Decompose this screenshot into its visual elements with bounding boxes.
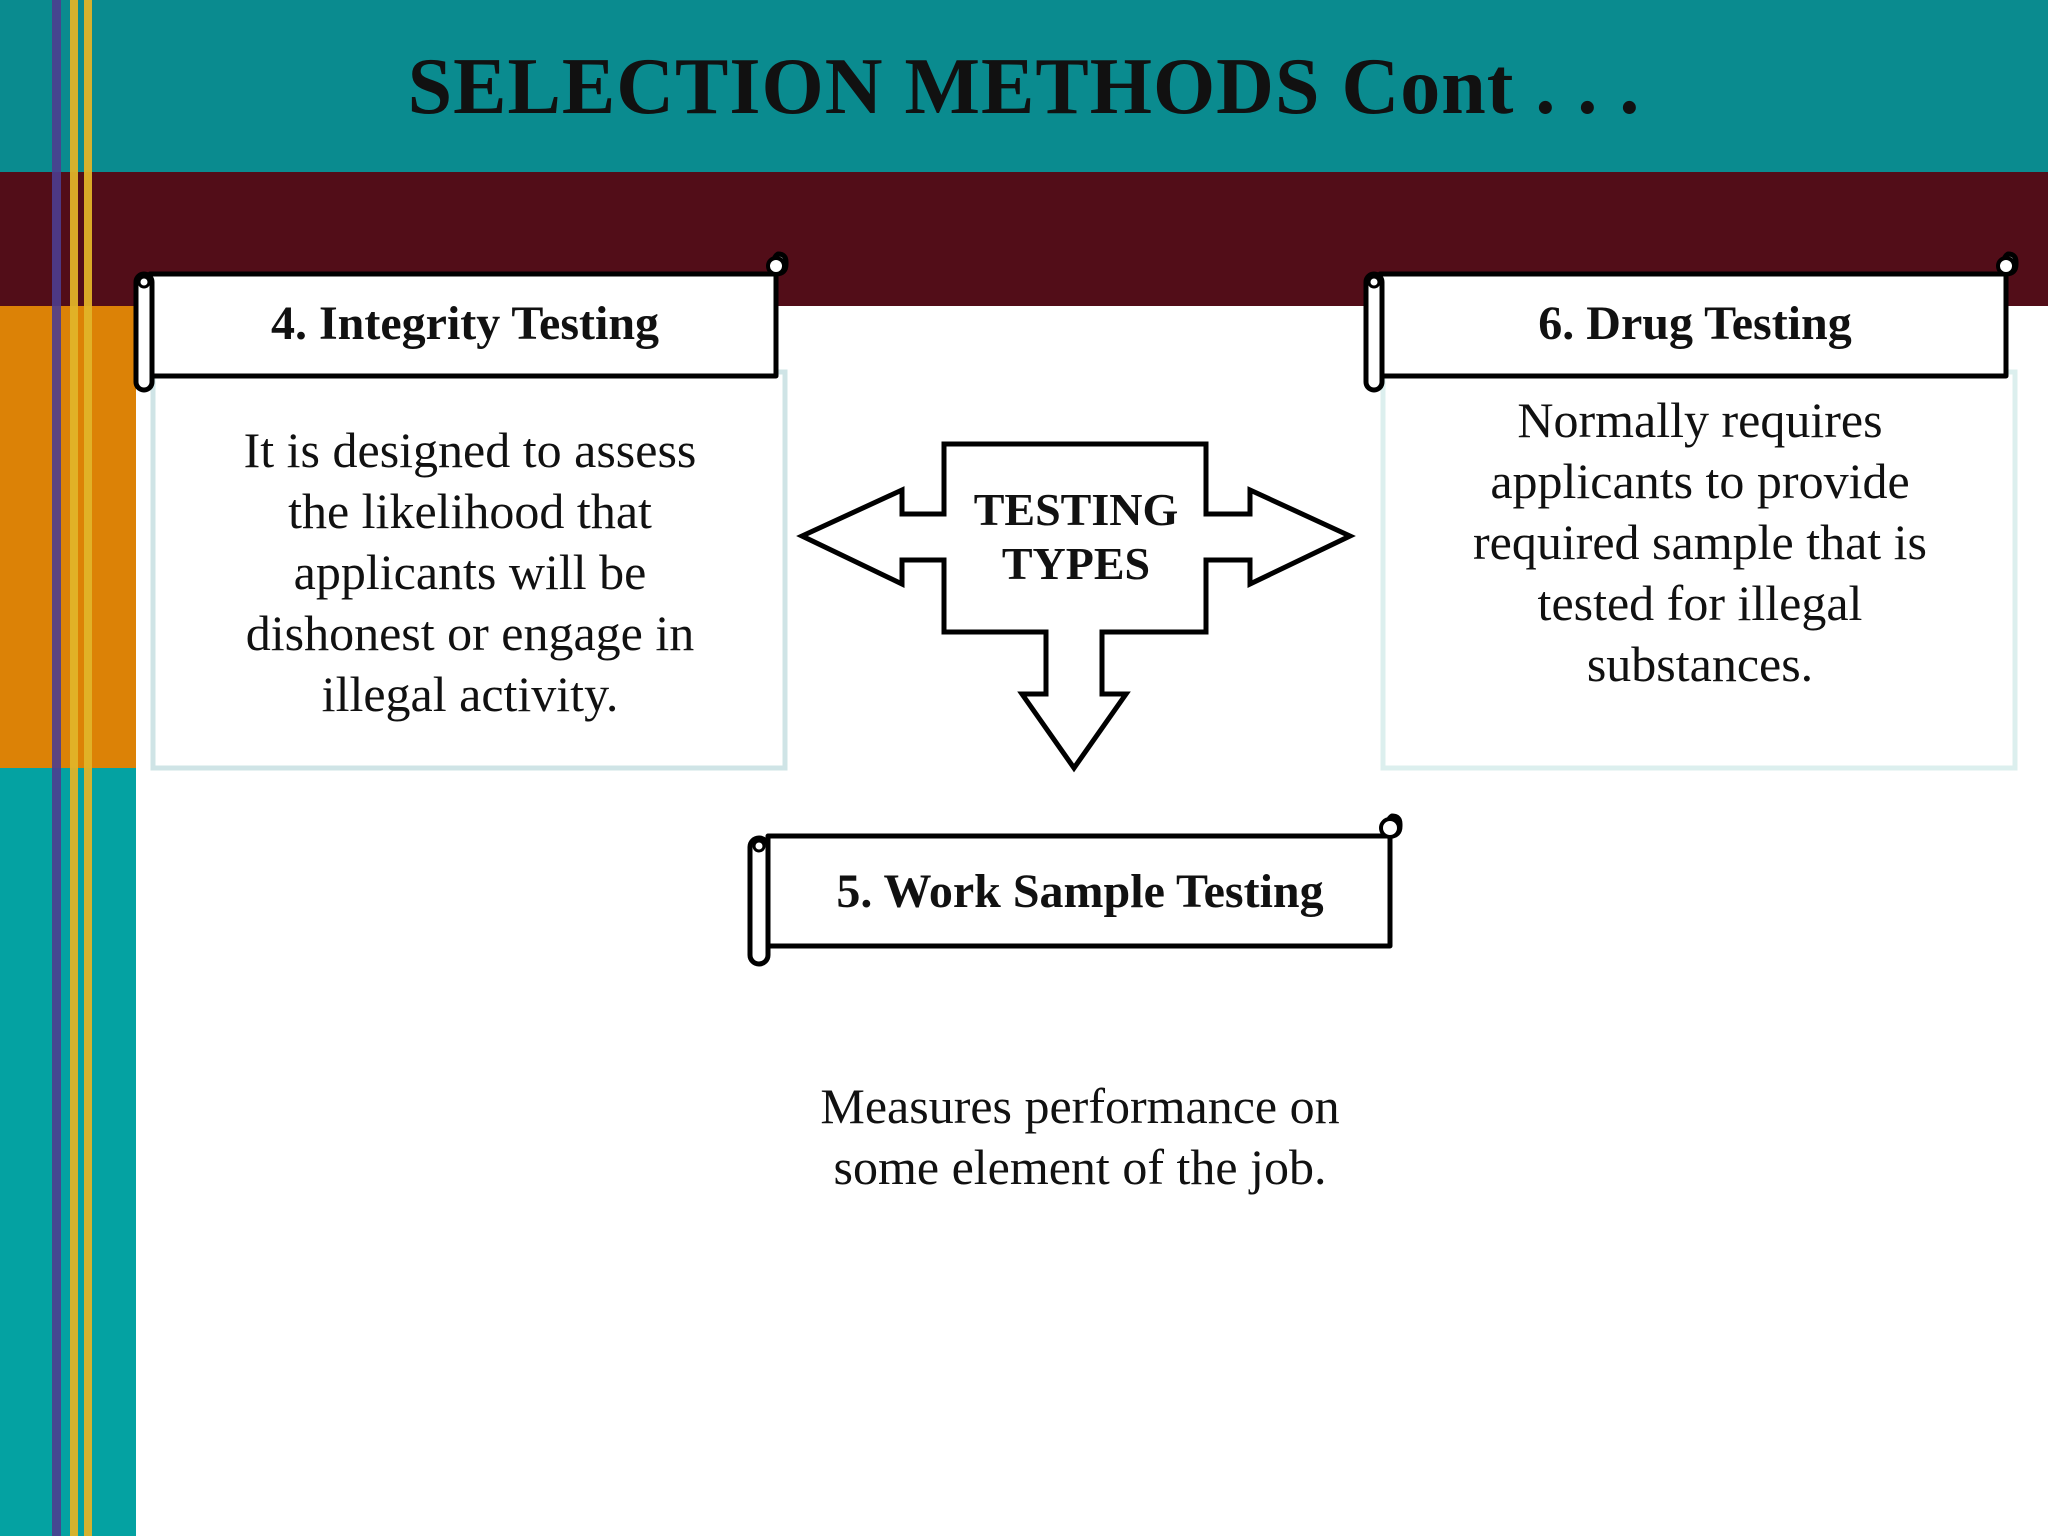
testing-types-label-line-2: TYPES <box>1001 538 1151 589</box>
work-sample-description-line: Measures performance on <box>820 1078 1340 1134</box>
left-teal-block <box>0 768 136 1536</box>
slide-title: SELECTION METHODS Cont . . . <box>407 43 1641 131</box>
testing-types-label: TESTING TYPES <box>944 483 1208 591</box>
integrity-banner <box>133 251 789 393</box>
integrity-description-line: the likelihood that <box>288 483 652 539</box>
drug-testing-description: Normally requires applicants to provide … <box>1390 390 2010 695</box>
work-sample-description-line: some element of the job. <box>833 1139 1327 1195</box>
integrity-testing-description: It is designed to assess the likelihood … <box>160 420 780 725</box>
integrity-description-line: It is designed to assess <box>243 422 697 478</box>
drug-description-line: substances. <box>1586 636 1814 692</box>
left-orange-block <box>0 306 136 768</box>
work-sample-banner <box>747 813 1403 967</box>
work-sample-testing-description: Measures performance on some element of … <box>740 1076 1420 1198</box>
work-sample-testing-title: 5. Work Sample Testing <box>836 865 1324 918</box>
integrity-description-box <box>150 369 788 771</box>
integrity-description-line: illegal activity. <box>321 666 619 722</box>
drug-description-line: required sample that is <box>1472 514 1928 570</box>
drug-description-line: tested for illegal <box>1537 575 1863 631</box>
drug-testing-title: 6. Drug Testing <box>1538 297 1852 350</box>
drug-description-line: applicants to provide <box>1490 453 1910 509</box>
drug-description-line: Normally requires <box>1517 392 1883 448</box>
decorative-stripe <box>52 0 61 1536</box>
integrity-description-line: dishonest or engage in <box>245 605 695 661</box>
integrity-testing-title: 4. Integrity Testing <box>270 297 660 350</box>
testing-types-arrow <box>796 441 1356 773</box>
testing-types-label-line-1: TESTING <box>973 484 1179 535</box>
integrity-description-line: applicants will be <box>293 544 647 600</box>
header-bar <box>0 0 2048 172</box>
decorative-stripe <box>70 0 78 1536</box>
drug-banner <box>1363 251 2019 393</box>
decorative-stripe <box>84 0 92 1536</box>
drug-description-box <box>1380 369 2018 771</box>
